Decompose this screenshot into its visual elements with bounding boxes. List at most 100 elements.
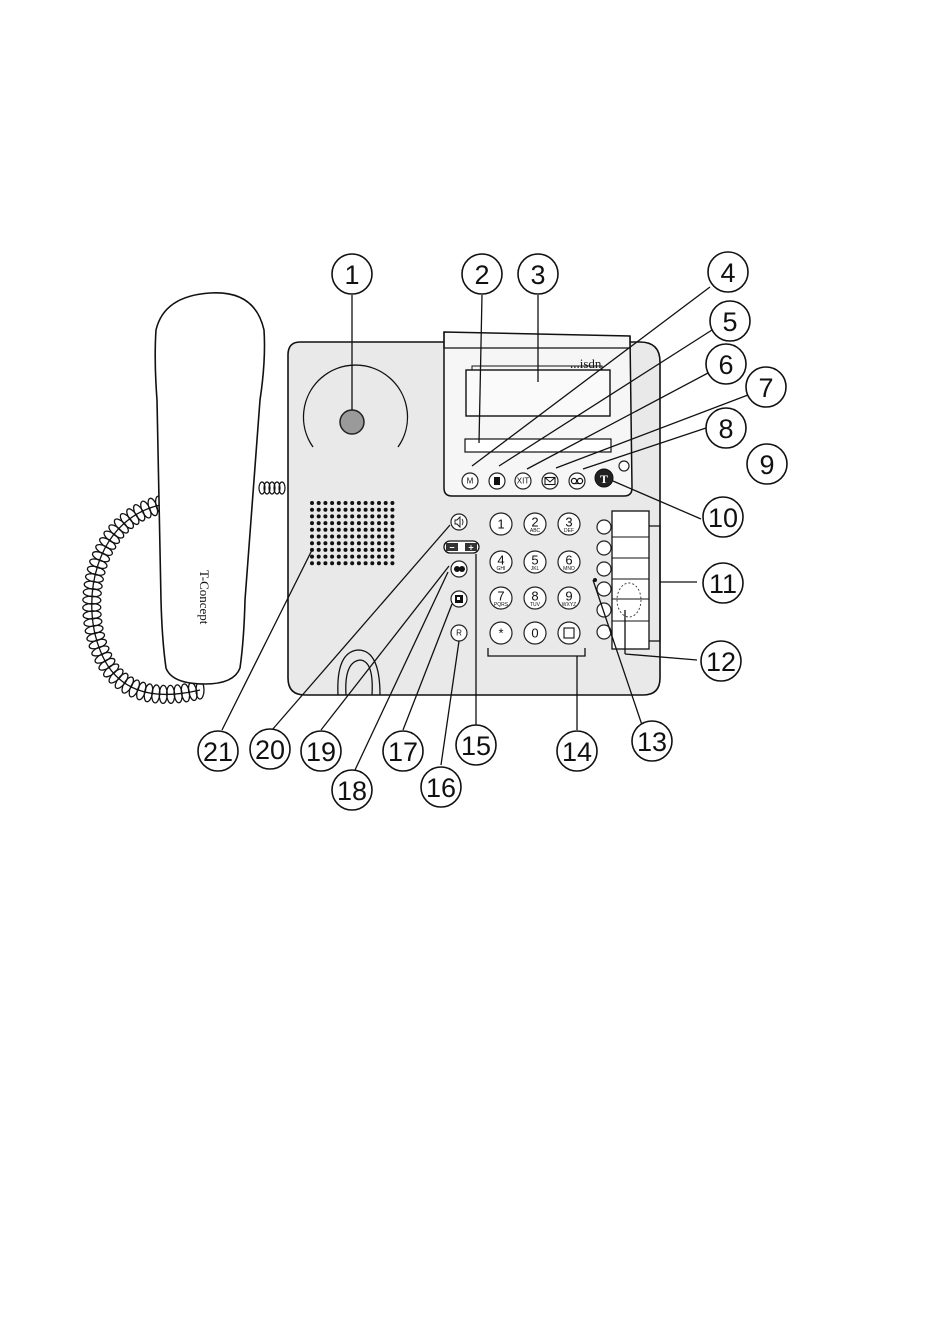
isdn-brand-label: ...isdn <box>570 356 602 371</box>
grille-hole <box>384 541 388 545</box>
key-letters-label: JKL <box>531 566 540 572</box>
grille-hole <box>323 501 327 505</box>
grille-hole <box>344 514 348 518</box>
key-hash[interactable] <box>558 622 580 644</box>
grille-hole <box>337 548 341 552</box>
grille-hole <box>390 535 394 539</box>
t-service-key[interactable]: T <box>595 469 613 487</box>
callout-3: 3 <box>518 254 558 294</box>
callout-label: 7 <box>758 373 773 403</box>
volume-minus-label: − <box>449 543 454 553</box>
grille-hole <box>317 548 321 552</box>
grille-hole <box>323 561 327 565</box>
callout-label: 21 <box>203 737 233 767</box>
grille-hole <box>350 514 354 518</box>
grille-hole <box>310 528 314 532</box>
r-key-label: R <box>456 629 462 638</box>
exit-key-label: XIT <box>517 477 530 486</box>
callout-8: 8 <box>706 408 746 448</box>
grille-hole <box>377 555 381 559</box>
function-key-2[interactable] <box>597 541 611 555</box>
callout-12: 12 <box>701 641 741 681</box>
mute-key[interactable] <box>451 561 467 577</box>
grille-hole <box>337 541 341 545</box>
r-key[interactable]: R <box>451 625 467 641</box>
key-letters-label: GHI <box>497 566 506 572</box>
hook-switch-button[interactable] <box>340 410 364 434</box>
grille-hole <box>317 561 321 565</box>
menu-key[interactable]: M <box>462 473 478 489</box>
grille-hole <box>370 541 374 545</box>
grille-hole <box>377 508 381 512</box>
grille-hole <box>310 514 314 518</box>
grille-hole <box>323 548 327 552</box>
grille-hole <box>357 508 361 512</box>
svg-text:T: T <box>600 472 608 486</box>
grille-hole <box>344 508 348 512</box>
grille-hole <box>330 548 334 552</box>
grille-hole <box>330 514 334 518</box>
message-key[interactable] <box>542 473 558 489</box>
grille-hole <box>337 508 341 512</box>
grille-hole <box>350 528 354 532</box>
grille-hole <box>370 521 374 525</box>
grille-hole <box>330 541 334 545</box>
grille-hole <box>330 535 334 539</box>
grille-hole <box>370 528 374 532</box>
key-0[interactable]: 0 <box>524 622 546 644</box>
grille-hole <box>377 514 381 518</box>
callout-20: 20 <box>250 729 290 769</box>
grille-hole <box>323 514 327 518</box>
key-1[interactable]: 1 <box>490 513 512 535</box>
grille-hole <box>330 501 334 505</box>
callout-17: 17 <box>383 731 423 771</box>
handsfree-key[interactable] <box>451 514 467 530</box>
grille-hole <box>357 541 361 545</box>
function-key-3[interactable] <box>597 562 611 576</box>
grille-hole <box>350 561 354 565</box>
function-key-5[interactable] <box>597 603 611 617</box>
grille-hole <box>364 555 368 559</box>
grille-hole <box>323 555 327 559</box>
grille-hole <box>390 555 394 559</box>
grille-hole <box>323 541 327 545</box>
grille-hole <box>357 535 361 539</box>
key-digit-label: 1 <box>497 517 504 532</box>
function-key-1[interactable] <box>597 520 611 534</box>
function-key-4[interactable] <box>597 582 611 596</box>
grille-hole <box>384 508 388 512</box>
grille-hole <box>344 555 348 559</box>
volume-rocker[interactable]: − + <box>444 541 479 553</box>
grille-hole <box>323 508 327 512</box>
callout-label: 2 <box>474 260 489 290</box>
grille-hole <box>344 548 348 552</box>
key-letters-label: DEF <box>564 528 574 534</box>
grille-hole <box>370 508 374 512</box>
key-star[interactable]: * <box>490 622 512 644</box>
grille-hole <box>317 528 321 532</box>
grille-hole <box>330 528 334 532</box>
callout-5: 5 <box>710 301 750 341</box>
redial-key[interactable] <box>451 591 467 607</box>
grille-hole <box>337 561 341 565</box>
callout-14: 14 <box>557 731 597 771</box>
grille-hole <box>364 508 368 512</box>
grille-hole <box>364 535 368 539</box>
voicebox-key[interactable] <box>569 473 585 489</box>
callout-19: 19 <box>301 731 341 771</box>
callout-9: 9 <box>747 444 787 484</box>
grille-hole <box>364 528 368 532</box>
grille-hole <box>364 541 368 545</box>
phonebook-key[interactable] <box>489 473 505 489</box>
callout-11: 11 <box>703 563 743 603</box>
key-letters-label: MNO <box>563 566 575 572</box>
exit-key[interactable]: XIT <box>515 473 531 489</box>
